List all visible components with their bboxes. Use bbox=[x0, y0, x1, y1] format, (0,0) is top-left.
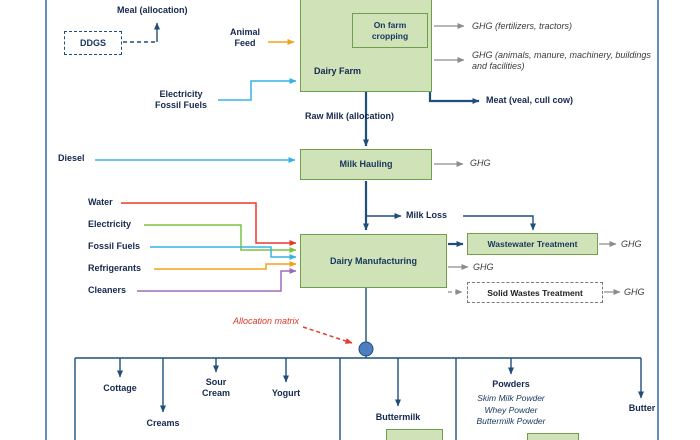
ghg-animals-label: GHG (animals, manure, machinery, buildin… bbox=[472, 50, 651, 71]
raw-milk-label: Raw Milk (allocation) bbox=[305, 111, 395, 121]
buttermilk-product-box bbox=[386, 429, 443, 440]
wastewater-treatment-box: Wastewater Treatment bbox=[467, 233, 598, 255]
allocation-node bbox=[358, 341, 374, 357]
solid-wastes-treatment-box: Solid Wastes Treatment bbox=[467, 282, 603, 303]
dairy-farm-label: Dairy Farm bbox=[314, 66, 362, 76]
meat-label: Meat (veal, cull cow) bbox=[486, 95, 574, 105]
powders-list-item: Skim Milk Powder bbox=[477, 393, 545, 403]
powder-product-box bbox=[527, 433, 579, 440]
product-cottage: Cottage bbox=[103, 383, 137, 393]
dairy-manufacturing-box: Dairy Manufacturing bbox=[300, 234, 447, 288]
powders-list-item: Buttermilk Powder bbox=[476, 416, 546, 426]
fossil-fuels-label: Fossil Fuels bbox=[88, 241, 141, 251]
ghg-fertilizers-label: GHG (fertilizers, tractors) bbox=[472, 21, 573, 31]
ghg-hauling-label: GHG bbox=[470, 158, 491, 168]
product-yogurt: Yogurt bbox=[271, 388, 301, 398]
animal-feed-label: Animal Feed bbox=[229, 27, 260, 48]
milk-hauling-box: Milk Hauling bbox=[300, 149, 432, 180]
product-creams: Creams bbox=[146, 418, 180, 428]
milk-loss-label: Milk Loss bbox=[406, 210, 448, 220]
electricity-label: Electricity bbox=[88, 219, 132, 229]
product-sour-cream: Sour Cream bbox=[201, 377, 230, 398]
electricity-fossil-fuels-label: Electricity Fossil Fuels bbox=[154, 89, 207, 110]
cleaners-label: Cleaners bbox=[88, 285, 127, 295]
ghg-solid-label: GHG bbox=[624, 287, 645, 297]
product-powders: Powders bbox=[492, 379, 530, 389]
product-butter: Butter bbox=[628, 403, 656, 413]
refrigerants-label: Refrigerants bbox=[88, 263, 142, 273]
ghg-manufacturing-label: GHG bbox=[473, 262, 494, 272]
ghg-wastewater-label: GHG bbox=[621, 239, 642, 249]
ddgs-box: DDGS bbox=[64, 31, 122, 55]
figure-frame bbox=[45, 0, 659, 440]
diesel-label: Diesel bbox=[58, 153, 85, 163]
water-label: Water bbox=[88, 197, 113, 207]
powders-list: Skim Milk Powder Whey Powder Buttermilk … bbox=[459, 393, 563, 428]
meal-allocation-label: Meal (allocation) bbox=[117, 5, 188, 15]
on-farm-cropping-box: On farm cropping bbox=[352, 13, 428, 48]
allocation-matrix-label: Allocation matrix bbox=[233, 316, 300, 326]
product-buttermilk: Buttermilk bbox=[375, 412, 421, 422]
powders-list-item: Whey Powder bbox=[484, 404, 538, 415]
